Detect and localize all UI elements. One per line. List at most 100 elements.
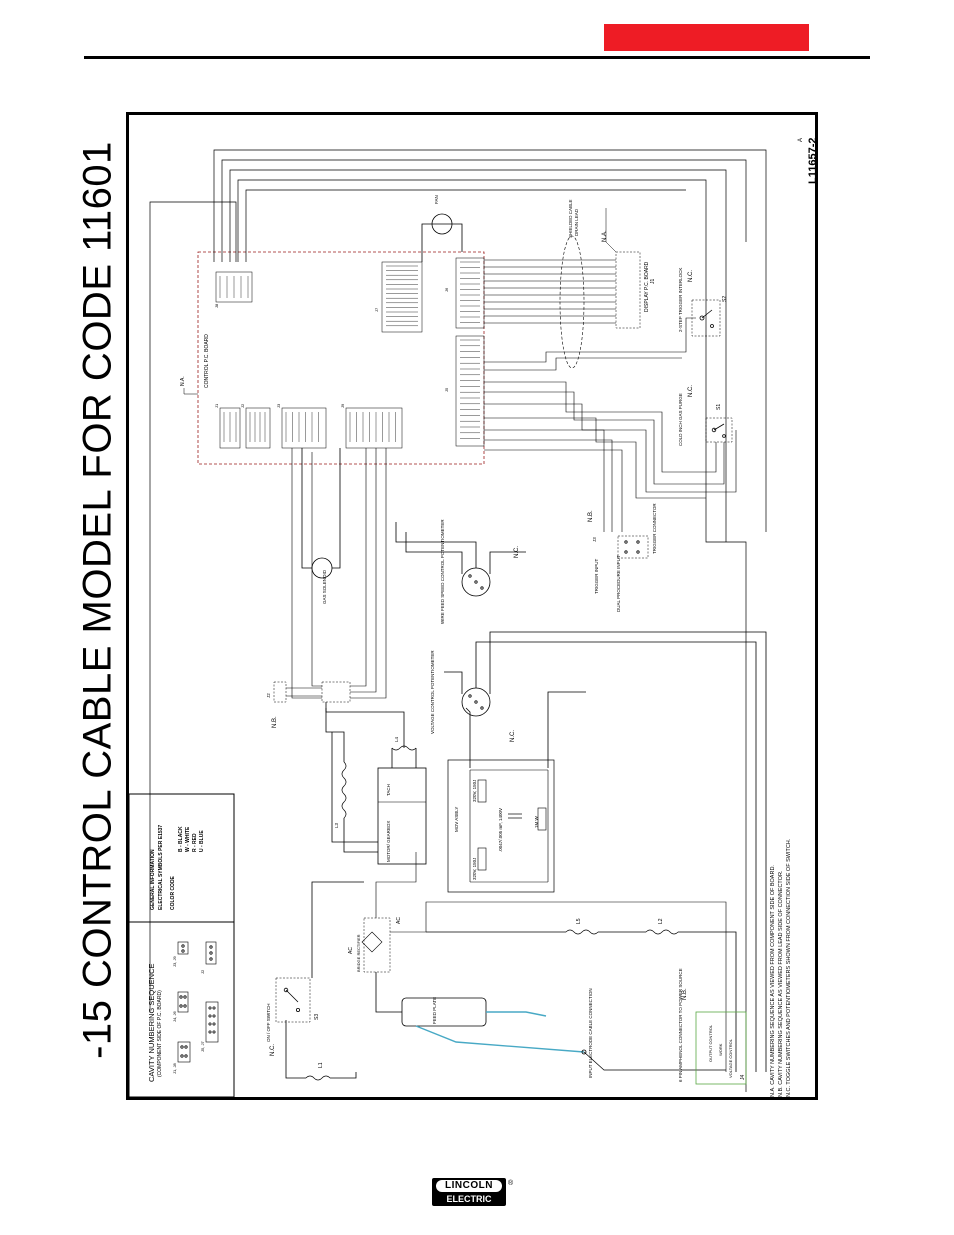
note-nc-wfs: N.C. <box>514 546 520 558</box>
logo-electric-text: ELECTRIC <box>446 1194 492 1204</box>
trigger-input-label: TRIGGER INPUT <box>594 558 599 594</box>
note-nb: N.B. CAVITY NUMBERING SEQUENCE AS VIEWED… <box>778 870 784 1097</box>
fan-motor: FAN <box>421 195 463 262</box>
page-title-region: -15 CONTROL CABLE MODEL FOR CODE 11601 <box>68 120 128 1080</box>
section-color-bar <box>604 24 809 51</box>
color-code-w: W - WHITE <box>185 826 191 852</box>
general-info-heading: GENERAL INFORMATION <box>150 849 156 910</box>
display-board-label: DISPLAY P.C. BOARD <box>644 261 650 312</box>
color-code-heading: COLOR CODE <box>170 875 176 910</box>
control-board-label: CONTROL P.C. BOARD <box>204 334 210 388</box>
dual-procedure-label: DUAL PROCEDURE INPUT <box>616 555 621 612</box>
on-off-switch-s3[interactable]: ON / OFF SWITCH S3 N.C. <box>266 977 320 1056</box>
inductors-l5-l2: L5 L2 <box>426 918 737 1072</box>
wiring-diagram: GENERAL INFORMATION ELECTRICAL SYMBOLS P… <box>128 138 818 1098</box>
connector-j1-label: J1 <box>214 403 219 408</box>
drawing-number: L11657-2 <box>807 138 818 184</box>
trigger-connector-j3-label: J3 <box>592 537 597 542</box>
j5-switch-wires <box>484 317 737 532</box>
cavity-diagram-j1-j8 <box>177 1041 191 1063</box>
registered-mark: ® <box>508 1180 514 1187</box>
ac-label-1: AC <box>348 947 354 954</box>
page-title: -15 CONTROL CABLE MODEL FOR CODE 11601 <box>75 141 120 1059</box>
color-code-r: R - RED <box>192 833 198 852</box>
trigger-connector-label: TRIGGER CONNECTOR <box>652 503 657 554</box>
general-info-panel: GENERAL INFORMATION ELECTRICAL SYMBOLS P… <box>128 793 235 1098</box>
cavity-diagram-j5-j7 <box>205 1001 219 1043</box>
cavity-label-j3-j9: J3, J9 <box>172 956 177 967</box>
mov-assembly: MOV ASBLY 320V, 150J 320V, 150J .0047/.0… <box>447 691 586 893</box>
control-pc-board: CONTROL P.C. BOARD N.A. J8 J7 J6 J5 J1 J… <box>180 251 485 465</box>
cavity-label-j5-j7: J5, J7 <box>200 1041 205 1052</box>
cavity-diagram-j4-j6 <box>177 991 189 1013</box>
connector-j5-label: J5 <box>444 387 449 392</box>
amphenol-connector-j4[interactable]: 6 PIN AMPHENOL CONNECTOR TO POWER SOURCE… <box>678 968 747 1085</box>
connector-j8-label: J8 <box>214 303 219 308</box>
l5-label: L5 <box>576 918 582 924</box>
voltage-control-label: VOLTAGE CONTROL <box>728 1038 733 1078</box>
s2-trigger-interlock-switch[interactable]: 2-STEP TRIGGER INTERLOCK S2 N.C. <box>678 268 728 337</box>
cavity-diagram-j3-j9 <box>177 941 189 955</box>
note-nb-j4: N.B. <box>682 988 688 1000</box>
logo-lincoln-text: LINCOLN <box>436 1180 502 1192</box>
display-pc-board: DISPLAY P.C. BOARD J1 N.A. SHIELDED CABL… <box>484 199 656 369</box>
mov1-label: 320V, 150J <box>472 780 477 802</box>
note-na-display: N.A. <box>602 230 608 242</box>
s3-label: S3 <box>314 1014 320 1020</box>
fan-label: FAN <box>434 195 439 204</box>
cavity-heading: CAVITY NUMBERING SEQUENCE <box>147 964 156 1083</box>
motor-label: MOTOR/ GEARBOX <box>386 821 391 862</box>
inductor-l3-label: L3 <box>334 822 339 828</box>
ac-label-2: AC <box>396 917 402 924</box>
cold-inch-label: COLD INCH GAS PURGE <box>678 393 683 446</box>
cavity-label-j4-j6: J4, J6 <box>172 1011 177 1022</box>
tach-label: TACH <box>386 784 391 796</box>
connector-j3-board-label: J3 <box>276 403 281 408</box>
mov-asbly-label: MOV ASBLY <box>454 807 459 832</box>
footnotes: N.A. CAVITY NUMBERING SEQUENCE AS VIEWED… <box>770 838 792 1097</box>
lincoln-electric-logo: LINCOLN ELECTRIC <box>432 1178 506 1206</box>
gas-solenoid: GAS SOLENOID <box>301 448 341 604</box>
header-rule <box>84 56 870 59</box>
inductor-l4-label: L4 <box>394 736 399 742</box>
voltage-pot-label: VOLTAGE CONTROL POTENTIOMETER <box>430 650 435 734</box>
gas-solenoid-label: GAS SOLENOID <box>322 569 327 604</box>
input-electrode-label: INPUT ELECTRODE CABLE CONNECTION <box>588 988 593 1078</box>
trigger-interlock-label: 2-STEP TRIGGER INTERLOCK <box>678 268 683 332</box>
display-j1-label: J1 <box>650 279 656 285</box>
voltage-control-potentiometer[interactable]: VOLTAGE CONTROL POTENTIOMETER N.C. <box>430 631 767 1072</box>
wire-feed-pot-label: WIRE FEED SPEED CONTROL POTENTIOMETER <box>440 519 445 624</box>
mov2-label: 320V, 150J <box>472 858 477 880</box>
motor-gearbox-tach: MOTOR/ GEARBOX TACH L3 L4 <box>325 702 427 865</box>
cavity-subheading: (COMPONENT SIDE OF P.C. BOARD) <box>157 990 163 1077</box>
trigger-connector-j3[interactable]: J3 TRIGGER CONNECTOR TRIGGER INPUT DUAL … <box>588 503 657 612</box>
note-nc-s3: N.C. <box>270 1044 276 1056</box>
wire-feed-speed-potentiometer[interactable]: WIRE FEED SPEED CONTROL POTENTIOMETER N.… <box>395 519 526 624</box>
note-nc-s2: N.C. <box>688 270 694 282</box>
s1-label: S1 <box>716 404 722 410</box>
l2-label: L2 <box>658 918 664 924</box>
note-na: N.A. CAVITY NUMBERING SEQUENCE AS VIEWED… <box>770 865 776 1097</box>
feed-plate-label: FEED PLATE <box>432 997 437 1024</box>
color-code-u: U - BLUE <box>199 830 205 852</box>
note-na-control: N.A. <box>180 376 186 386</box>
onoff-label: ON / OFF SWITCH <box>266 1004 271 1043</box>
l1-label: L1 <box>318 1062 324 1068</box>
shielded-cable-label: SHIELDED CABLE <box>568 199 573 238</box>
note-nb-j3: N.B. <box>588 510 594 522</box>
s1-cold-inch-switch[interactable]: COLD INCH GAS PURGE S1 N.C. <box>678 385 733 446</box>
drawing-number-block: A L11657-2 <box>798 138 818 184</box>
bridge-label: BRIDGE RECTIFIER <box>356 934 361 972</box>
j4-label: J4 <box>740 1075 746 1081</box>
capacitor-label: .0047/.005 mF, 1400V <box>498 808 503 852</box>
output-control-label: OUTPUT CONTROL <box>708 1024 713 1062</box>
s2-label: S2 <box>722 296 728 302</box>
connector-j2-label: J2 <box>266 693 271 698</box>
note-nb-j2: N.B. <box>272 716 278 728</box>
resistor-label: 1M W <box>534 815 539 828</box>
amphenol-label: 6 PIN AMPHENOL CONNECTOR TO POWER SOURCE <box>678 968 683 1082</box>
note-nc-vc: N.C. <box>510 730 516 742</box>
cavity-label-j2: J2 <box>200 969 205 974</box>
connector-j7-label: J7 <box>374 307 379 312</box>
top-wire-bus <box>149 149 767 1092</box>
